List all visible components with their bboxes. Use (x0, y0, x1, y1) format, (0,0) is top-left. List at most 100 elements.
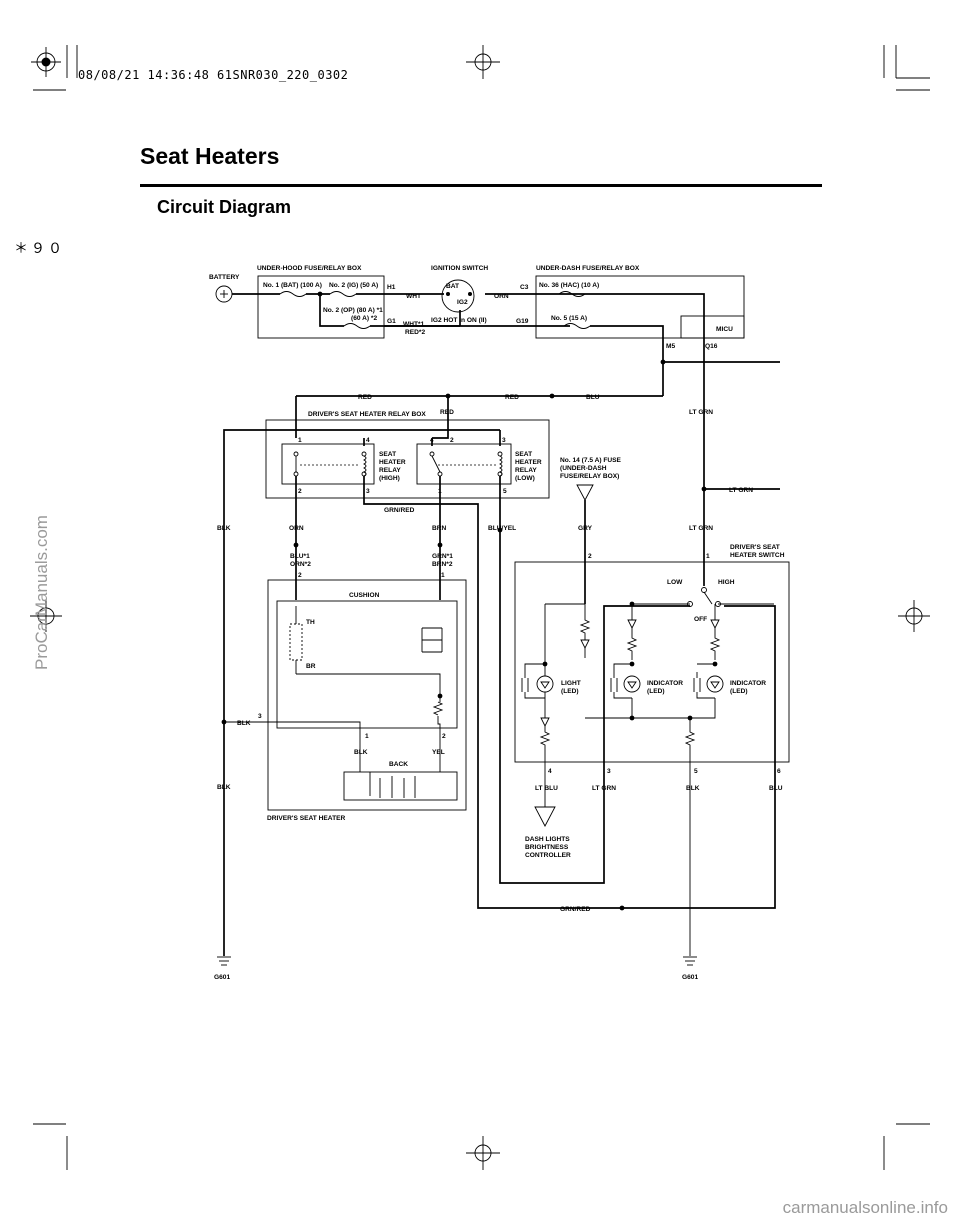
pin-label: 2 (588, 553, 592, 560)
wire-lt-grn-2: LT GRN (729, 487, 753, 494)
wire-lt-blu: LT BLU (535, 785, 558, 792)
relay-high-box (281, 443, 375, 485)
connector-c3: C3 (520, 284, 529, 291)
fuse-hac-label: No. 36 (HAC) (10 A) (539, 282, 599, 289)
wire-orn-2: ORN (289, 525, 304, 532)
pin-label: 3 (607, 768, 611, 775)
pin-label: 5 (694, 768, 698, 775)
pin-label: 1 (438, 488, 442, 495)
ig2-hot-label: IG2 HOT in ON (II) (431, 317, 487, 324)
relay-high-label: RELAY (379, 467, 401, 474)
switch-title: HEATER SWITCH (730, 552, 785, 559)
relay-high-label: HEATER (379, 459, 406, 466)
wire-blk-5: BLK (686, 785, 700, 792)
relay-low-box (416, 443, 512, 485)
pin-label: 1 (706, 553, 710, 560)
wire-grn-red-2: GRN/RED (560, 906, 591, 913)
wire-grn-red-1: GRN/RED (384, 507, 415, 514)
back-label: BACK (389, 761, 408, 768)
wire-red-3: RED (440, 409, 454, 416)
fuse-ig-label: No. 2 (IG) (50 A) (329, 282, 378, 289)
ignition-switch-icon (441, 279, 475, 313)
dash-lights-controller-icon (534, 806, 556, 827)
page-number: ＊９０ (14, 240, 65, 256)
br-label: BR (306, 663, 316, 670)
under-hood-box-label: UNDER-HOOD FUSE/RELAY BOX (257, 265, 362, 272)
switch-off-label: OFF (694, 616, 707, 623)
micu-box (680, 315, 745, 339)
fuse-bat-label: No. 1 (BAT) (100 A) (263, 282, 322, 289)
fuse-14-label: (UNDER-DASH (560, 465, 607, 472)
cushion-label: CUSHION (349, 592, 380, 599)
print-stamp: 08/08/21 14:36:48 61SNR030_220_0302 (78, 68, 349, 82)
indicator-led-label: (LED) (730, 688, 748, 695)
wire-red-2b: RED (505, 394, 519, 401)
light-led-label: (LED) (561, 688, 579, 695)
pin-label: 3 (502, 437, 506, 444)
dash-lights-label: BRIGHTNESS (525, 844, 569, 851)
relay-high-label: SEAT (379, 451, 396, 458)
pin-label: 2 (450, 437, 454, 444)
indicator-led-label: INDICATOR (730, 680, 766, 687)
indicator-led-label: INDICATOR (647, 680, 683, 687)
fuse-14-label: FUSE/RELAY BOX) (560, 473, 619, 480)
pin-label: 5 (503, 488, 507, 495)
wire-wht-1: WHT*1 (403, 321, 425, 328)
switch-box-outline (514, 561, 790, 763)
wire-grn-1: GRN*1 (432, 553, 453, 560)
fuse-op-label-2: (60 A) *2 (351, 315, 377, 322)
switch-title: DRIVER'S SEAT (730, 544, 780, 551)
ignition-ig2-label: IG2 (457, 299, 468, 306)
wire-blk-1: BLK (217, 525, 231, 532)
wire-lt-grn-4: LT GRN (592, 785, 616, 792)
page-subtitle: Circuit Diagram (157, 197, 292, 217)
wire-wht: WHT (406, 293, 421, 300)
relay-box-label: DRIVER'S SEAT HEATER RELAY BOX (308, 411, 426, 418)
pin-label: 2 (442, 733, 446, 740)
pin-label: 2 (298, 572, 302, 579)
wire-red-1: RED (358, 394, 372, 401)
wire-lt-grn-3: LT GRN (689, 525, 713, 532)
pin-label: 6 (777, 768, 781, 775)
ground-g601-left: G601 (214, 974, 230, 981)
relay-box-outline (265, 419, 550, 499)
pin-label: 4 (366, 437, 370, 444)
wire-blu-top: BLU (586, 394, 600, 401)
relay-high-label: (HIGH) (379, 475, 400, 482)
pin-label: 2 (298, 488, 302, 495)
fuse-op-label: No. 2 (OP) (80 A) *1 (323, 307, 383, 314)
fuse-14-label: No. 14 (7.5 A) FUSE (560, 457, 622, 464)
footer-watermark: carmanualsonline.info (782, 1198, 948, 1217)
wire-lt-grn-1: LT GRN (689, 409, 713, 416)
connector-h1: H1 (387, 284, 396, 291)
relay-low-label: SEAT (515, 451, 532, 458)
under-dash-box-outline (535, 275, 745, 339)
pin-label: 1 (441, 572, 445, 579)
fuse-5-label: No. 5 (15 A) (551, 315, 587, 322)
wire-orn-2b: ORN*2 (290, 561, 311, 568)
ignition-bat-label: BAT (446, 283, 459, 290)
under-hood-box-outline (257, 275, 385, 339)
back-box (343, 771, 458, 801)
wire-blk-3: BLK (354, 749, 368, 756)
switch-low-label: LOW (667, 579, 683, 586)
title-rule (140, 184, 822, 187)
connector-g1: G1 (387, 318, 396, 325)
relay-low-label: (LOW) (515, 475, 535, 482)
wire-blk-4: BLK (217, 784, 231, 791)
connector-g19: G19 (516, 318, 529, 325)
wire-yel: YEL (432, 749, 445, 756)
fuse-symbols (279, 291, 591, 329)
pin-label: 4 (548, 768, 552, 775)
cushion-box (276, 600, 458, 729)
dash-lights-label: CONTROLLER (525, 852, 571, 859)
relay-low-label: HEATER (515, 459, 542, 466)
wire-blk-2: BLK (237, 720, 251, 727)
wire-orn-top: ORN (494, 293, 509, 300)
under-dash-box-label: UNDER-DASH FUSE/RELAY BOX (536, 265, 640, 272)
ignition-switch-label: IGNITION SWITCH (431, 265, 488, 272)
wire-gry: GRY (578, 525, 593, 532)
dash-lights-label: DASH LIGHTS (525, 836, 570, 843)
